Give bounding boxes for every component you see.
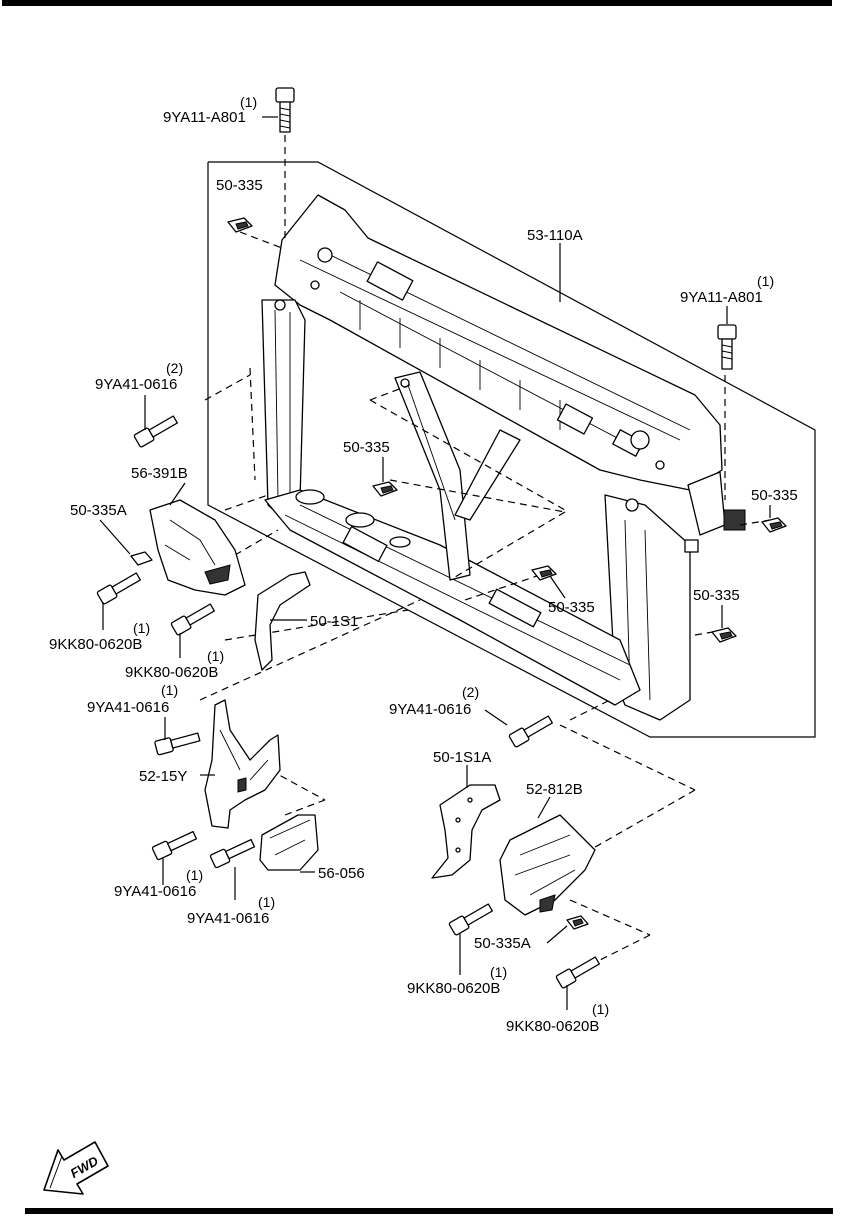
duct-50-1s1a (431, 784, 501, 879)
bolt-icon (508, 715, 553, 748)
label-bracket-812b: 52-812B (526, 781, 583, 798)
label-bolt-bottom-right-2-qty: (1) (592, 1001, 609, 1017)
part-labels: (1) 9YA11-A801 50-335 53-110A (1) 9YA11-… (49, 94, 798, 1035)
cover-56-056 (259, 814, 319, 871)
bolt-icon (209, 838, 256, 869)
fwd-arrow-icon: FWD (43, 1141, 109, 1195)
label-duct-right: 50-1S1A (433, 749, 491, 766)
bolt-icon (133, 415, 178, 448)
clip-nut-icon (761, 517, 787, 533)
duct-50-1s1 (254, 571, 311, 671)
clip-nut-icon (566, 915, 589, 930)
label-bolt-right-mid-qty: (2) (462, 684, 479, 700)
bolt-icon (555, 956, 600, 989)
bracket-56-391b (149, 499, 246, 596)
bottom-rule (25, 1208, 833, 1214)
top-rule (2, 0, 832, 6)
label-bolt-bottom-1-qty: (1) (186, 867, 203, 883)
label-bolt-left-1-code: 9KK80-0620B (49, 636, 142, 653)
label-bolt-bottom-right-1-code: 9KK80-0620B (407, 980, 500, 997)
label-bolt-bottom-right-2-code: 9KK80-0620B (506, 1018, 599, 1035)
label-bolt-left-2-code: 9KK80-0620B (125, 664, 218, 681)
label-panel-main: 53-110A (527, 227, 583, 244)
label-nut-right-2: 50-335 (693, 587, 740, 604)
label-bolt-right-top-qty: (1) (757, 273, 774, 289)
label-nut-right-a: 50-335A (474, 935, 531, 952)
label-bracket-left: 56-391B (131, 465, 188, 482)
label-bolt-left-2-qty: (1) (207, 648, 224, 664)
label-cover-056: 56-056 (318, 865, 365, 882)
label-bolt-top-qty: (1) (240, 94, 257, 110)
clip-nut-icon (372, 481, 398, 497)
label-nut-center: 50-335 (343, 439, 390, 456)
clip-nut-icon (227, 217, 253, 233)
bolt-icon (96, 572, 141, 605)
label-nut-right-1: 50-335 (751, 487, 798, 504)
label-nut-bottom-center: 50-335 (548, 599, 595, 616)
label-bolt-bottom-right-1-qty: (1) (490, 964, 507, 980)
clip-nut-icon (130, 551, 153, 566)
bolt-icon (448, 903, 493, 936)
bolt-icon (717, 324, 737, 370)
bolt-icon (151, 830, 198, 861)
bracket-52-812b (499, 814, 596, 916)
assembly-boundary (207, 161, 816, 738)
label-bolt-right-top-code: 9YA11-A801 (680, 289, 763, 306)
bracket-52-15y (204, 699, 281, 829)
label-duct-left: 50-1S1 (310, 613, 358, 630)
label-bolt-top-code: 9YA11-A801 (163, 109, 246, 126)
label-bracket-15y: 52-15Y (139, 768, 187, 785)
radiator-support-panel (261, 194, 746, 721)
label-bolt-bottom-2-code: 9YA41-0616 (187, 910, 269, 927)
label-nut-top-left: 50-335 (216, 177, 263, 194)
label-bolt-bottom-2-qty: (1) (258, 894, 275, 910)
clip-nut-icon (711, 627, 737, 643)
label-bolt-right-mid-code: 9YA41-0616 (389, 701, 471, 718)
bolt-icon (275, 87, 295, 133)
leader-lines (99, 116, 771, 1010)
label-bolt-bracket-top-qty: (1) (161, 682, 178, 698)
bolt-icon (154, 732, 201, 756)
label-bolt-bottom-1-code: 9YA41-0616 (114, 883, 196, 900)
bolt-icon (170, 603, 215, 636)
label-bolt-left-1-qty: (1) (133, 620, 150, 636)
clip-nut-icon (531, 565, 557, 581)
label-bolt-bracket-top-code: 9YA41-0616 (87, 699, 169, 716)
label-bolt-left-mid-qty: (2) (166, 360, 183, 376)
label-bolt-left-mid-code: 9YA41-0616 (95, 376, 177, 393)
label-nut-left-a: 50-335A (70, 502, 127, 519)
